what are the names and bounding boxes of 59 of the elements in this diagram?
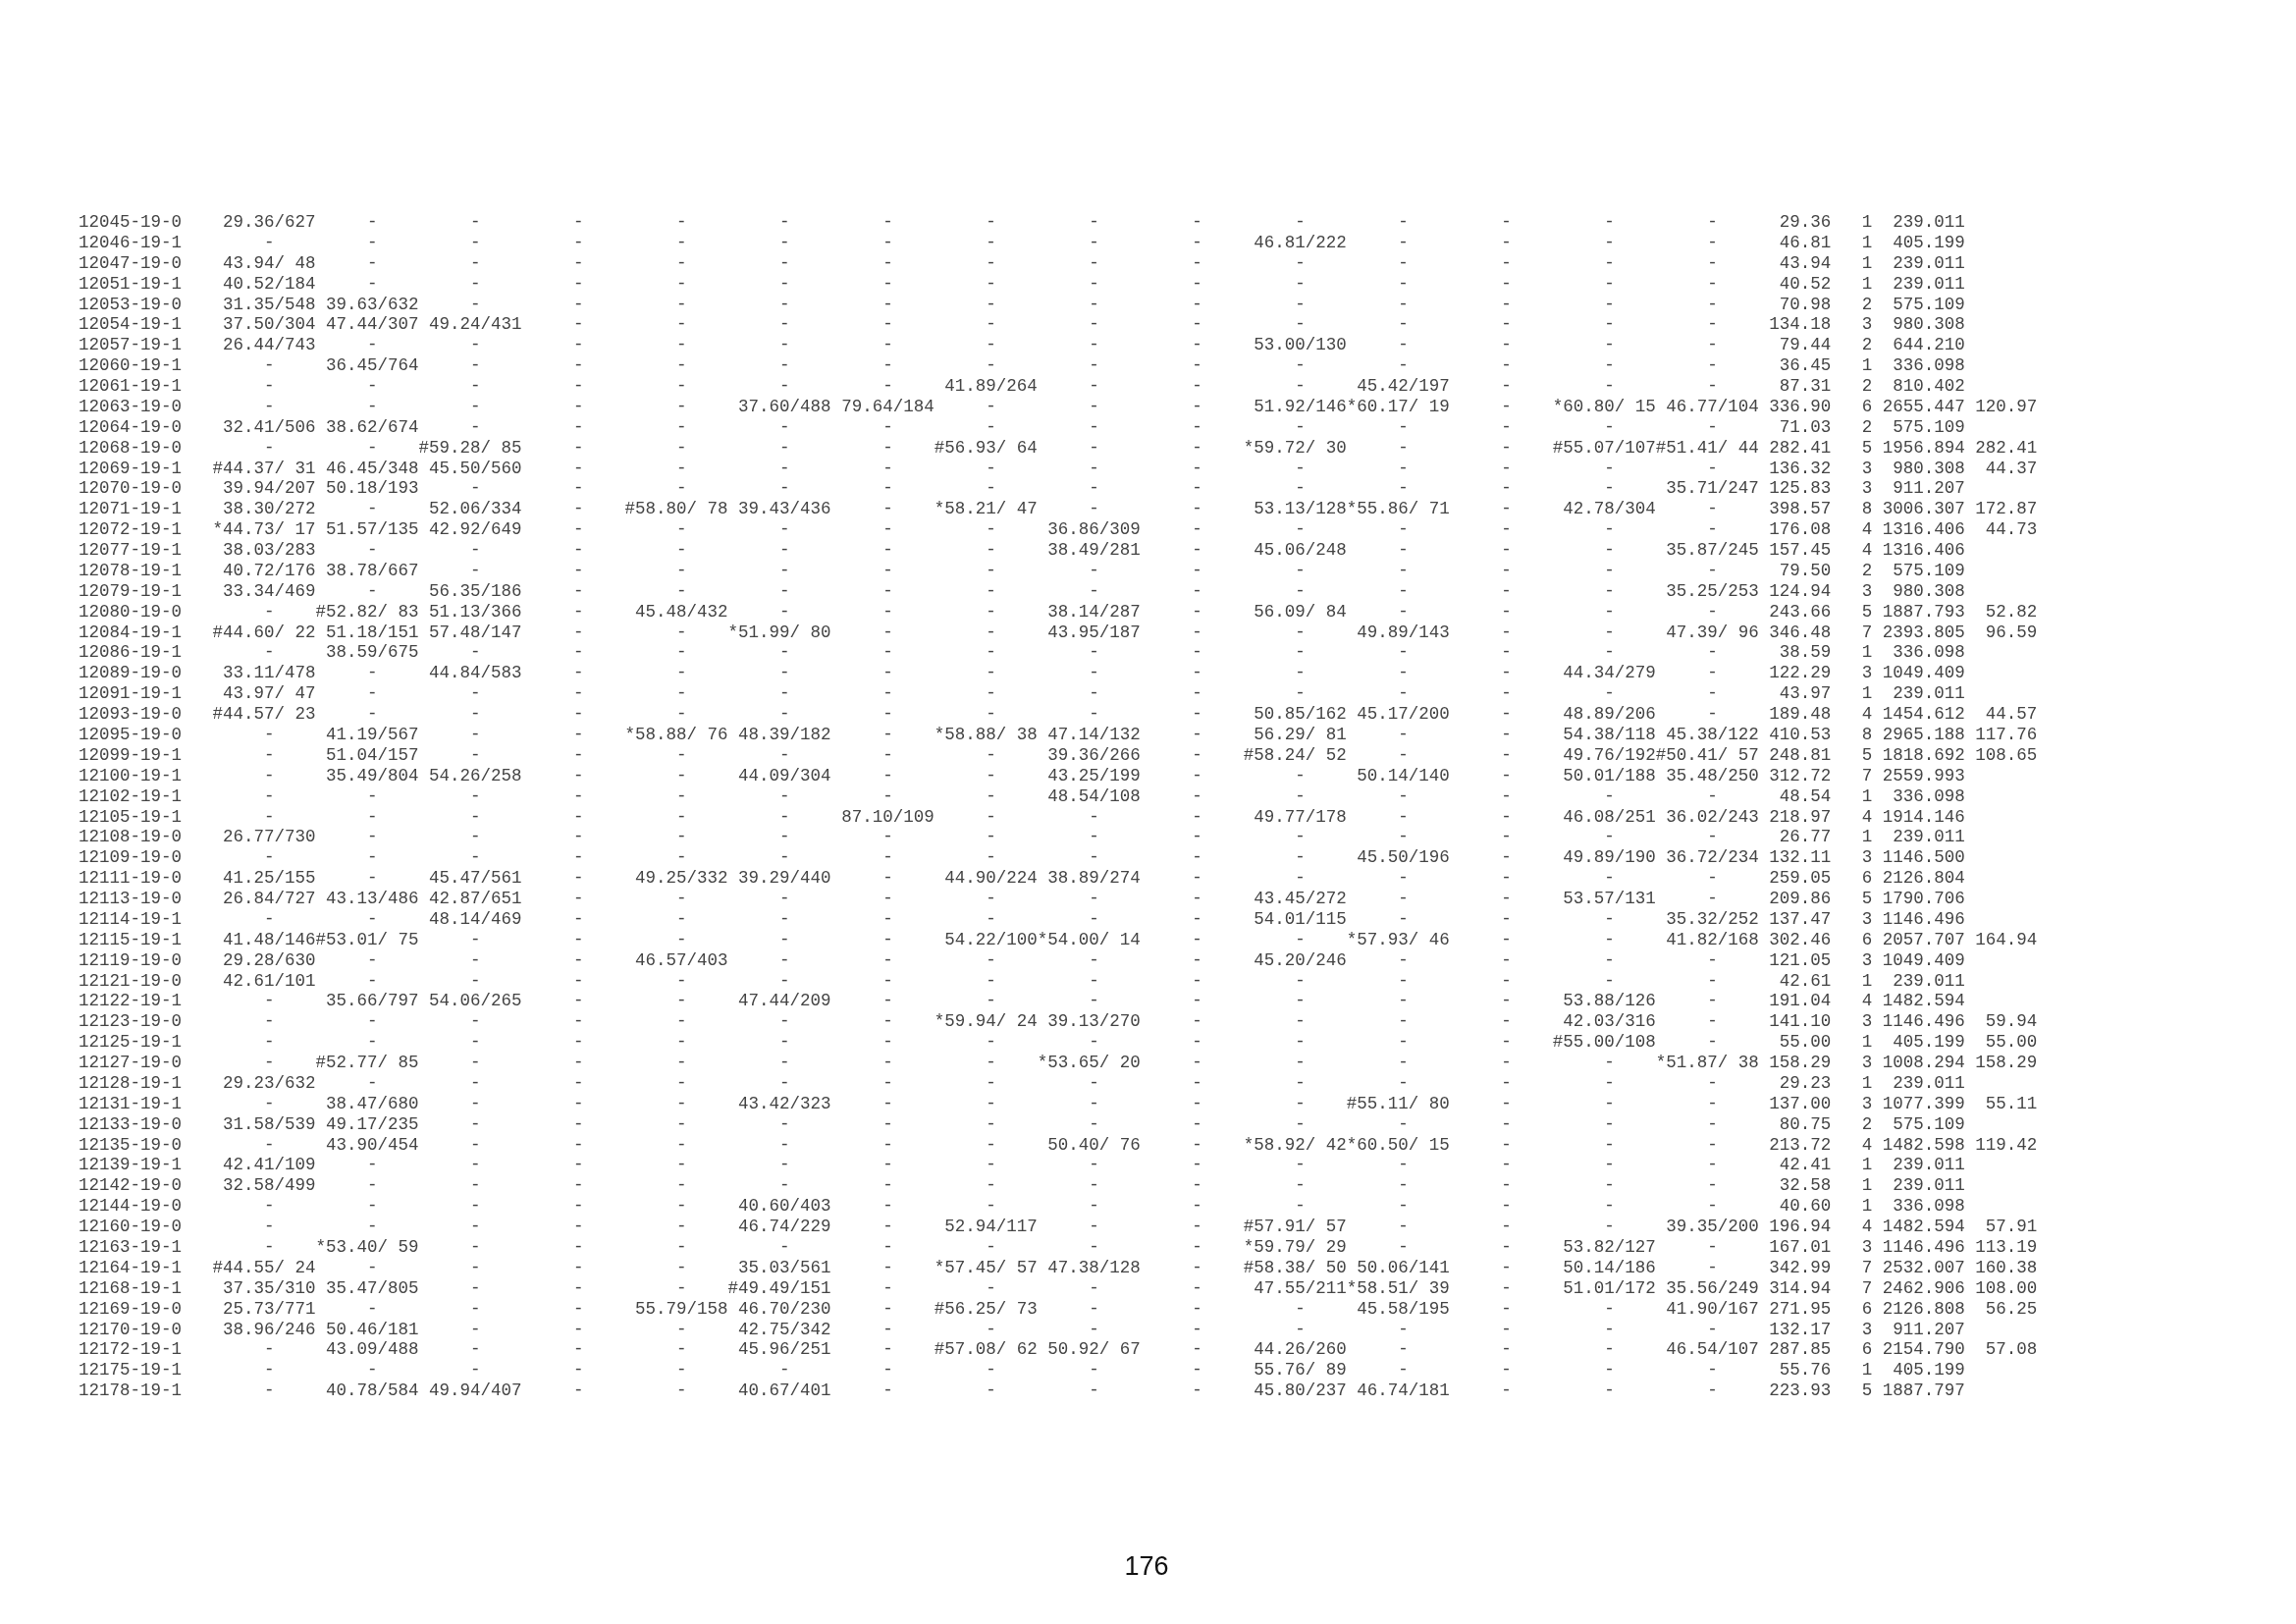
table-row-text: 12169-19-0 25.73/771 - - - 55.79/158 46.70/230 - #56.25/ 73 - - - 45.58/195 - - 41.90/167 271.95 6 2126.808 56.25 (79, 1298, 2038, 1319)
table-row-text: 12168-19-1 37.35/310 35.47/805 - - - #49.49/151 - - - - 47.55/211*58.51/ 39 - 51.01/172 35.56/249 314.94 7 2462.906 108.00 (79, 1277, 2038, 1298)
table-row-text: 12079-19-1 33.34/469 - 56.35/186 - - - - - - - - - - - 35.25/253 124.94 3 980.308 (79, 580, 1965, 601)
table-row-text: 12108-19-0 26.77/730 - - - - - - - - - - - - - - 26.77 1 239.011 (79, 827, 1965, 847)
table-row-text: 12133-19-0 31.58/539 49.17/235 - - - - - - - - - - - - - 80.75 2 575.109 (79, 1113, 1965, 1134)
table-row-text: 12089-19-0 33.11/478 - 44.84/583 - - - - - - - - - - 44.34/279 - 122.29 3 1049.409 (79, 663, 1965, 683)
table-row-text: 12121-19-0 42.61/101 - - - - - - - - - - - - - - 42.61 1 239.011 (79, 970, 1965, 991)
table-row-text: 12125-19-1 - - - - - - - - - - - - - #55.00/108 - 55.00 1 405.199 55.00 (79, 1032, 2038, 1053)
table-row-text: 12093-19-0 #44.57/ 23 - - - - - - - - - 50.85/162 45.17/200 - 48.89/206 - 189.48 4 1454.612 44.57 (79, 704, 2038, 725)
table-row-text: 12069-19-1 #44.37/ 31 46.45/348 45.50/560 - - - - - - - - - - - - 136.32 3 980.308 44.37 (79, 458, 2038, 478)
table-row-text: 12102-19-1 - - - - - - - - 48.54/108 - - - - - - 48.54 1 336.098 (79, 785, 1965, 806)
table-row-text: 12071-19-1 38.30/272 - 52.06/334 - #58.80/ 78 39.43/436 - *58.21/ 47 - - 53.13/128*55.86/ 71 - 42.78/304 - 398.57 8 3006.307 172.87 (79, 499, 2038, 519)
table-row-text: 12077-19-1 38.03/283 - - - - - - - 38.49/281 - 45.06/248 - - - 35.87/245 157.45 4 1316.406 (79, 540, 1965, 561)
table-row-text: 12170-19-0 38.96/246 50.46/181 - - - 42.75/342 - - - - - - - - - 132.17 3 911.207 (79, 1319, 1965, 1339)
table-row-text: 12099-19-1 - 51.04/157 - - - - - - 39.36/266 - #58.24/ 52 - - 49.76/192#50.41/ 57 248.81 5 1818.692 108.65 (79, 744, 2038, 765)
table-row-text: 12105-19-1 - - - - - - 87.10/109 - - - 49.77/178 - - 46.08/251 36.02/243 218.97 4 1914.146 (79, 806, 1965, 827)
table-row-text: 12086-19-1 - 38.59/675 - - - - - - - - - - - - - 38.59 1 336.098 (79, 642, 1965, 663)
table-row-text: 12070-19-0 39.94/207 50.18/193 - - - - - - - - - - - - 35.71/247 125.83 3 911.207 (79, 478, 1965, 499)
table-row-text: 12175-19-1 - - - - - - - - - - 55.76/ 89 - - - - 55.76 1 405.199 (79, 1360, 1965, 1380)
table-row-text: 12091-19-1 43.97/ 47 - - - - - - - - - - - - - - 43.97 1 239.011 (79, 683, 1965, 704)
table-row-text: 12178-19-1 - 40.78/584 49.94/407 - - 40.67/401 - - - - 45.80/237 46.74/181 - - - 223.93 5 1887.797 (79, 1380, 1965, 1401)
table-row-text: 12127-19-0 - #52.77/ 85 - - - - - - *53.65/ 20 - - - - - *51.87/ 38 158.29 3 1008.294 158.29 (79, 1053, 2038, 1073)
table-row-text: 12078-19-1 40.72/176 38.78/667 - - - - - - - - - - - - - 79.50 2 575.109 (79, 560, 1965, 580)
table-row-text: 12100-19-1 - 35.49/804 54.26/258 - - 44.09/304 - - 43.25/199 - - 50.14/140 - 50.01/188 35.48/250 312.72 7 2559.993 (79, 765, 1965, 785)
table-row-text: 12131-19-1 - 38.47/680 - - - 43.42/323 - - - - - #55.11/ 80 - - - 137.00 3 1077.399 55.11 (79, 1093, 2038, 1113)
table-row-text: 12163-19-1 - *53.40/ 59 - - - - - - - - *59.79/ 29 - - 53.82/127 - 167.01 3 1146.496 113.19 (79, 1237, 2038, 1257)
table-row-text: 12047-19-0 43.94/ 48 - - - - - - - - - - - - - - 43.94 1 239.011 (79, 252, 1965, 273)
table-row-text: 12063-19-0 - - - - - 37.60/488 79.64/184 - - - 51.92/146*60.17/ 19 - *60.80/ 15 46.77/104 336.90 6 2655.447 120.97 (79, 396, 2038, 416)
table-row-text: 12128-19-1 29.23/632 - - - - - - - - - - - - - - 29.23 1 239.011 (79, 1072, 1965, 1093)
table-row-text: 12109-19-0 - - - - - - - - - - - 45.50/196 - 49.89/190 36.72/234 132.11 3 1146.500 (79, 847, 1965, 868)
table-row-text: 12053-19-0 31.35/548 39.63/632 - - - - - - - - - - - - - 70.98 2 575.109 (79, 294, 1965, 314)
table-row-text: 12054-19-1 37.50/304 47.44/307 49.24/431 - - - - - - - - - - - - 134.18 3 980.308 (79, 314, 1965, 335)
table-row-text: 12045-19-0 29.36/627 - - - - - - - - - - - - - - 29.36 1 239.011 (79, 212, 1965, 232)
table-row-text: 12057-19-1 26.44/743 - - - - - - - - - 53.00/130 - - - - 79.44 2 644.210 (79, 335, 1965, 355)
table-row-text: 12142-19-0 32.58/499 - - - - - - - - - - - - - - 32.58 1 239.011 (79, 1175, 1965, 1196)
table-row-text: 12072-19-1 *44.73/ 17 51.57/135 42.92/649 - - - - - 36.86/309 - - - - - - 176.08 4 1316.406 44.73 (79, 519, 2038, 540)
table-row-text: 12135-19-0 - 43.90/454 - - - - - - 50.40/ 76 - *58.92/ 42*60.50/ 15 - - - 213.72 4 1482.598 119.42 (79, 1134, 2038, 1155)
table-row-text: 12139-19-1 42.41/109 - - - - - - - - - - - - - - 42.41 1 239.011 (79, 1155, 1965, 1175)
table-row-text: 12046-19-1 - - - - - - - - - - 46.81/222 - - - - 46.81 1 405.199 (79, 232, 1965, 252)
table-row-text: 12061-19-1 - - - - - - - 41.89/264 - - - 45.42/197 - - - 87.31 2 810.402 (79, 376, 1965, 397)
table-row-text: 12119-19-0 29.28/630 - - - 46.57/403 - - - - - 45.20/246 - - - - 121.05 3 1049.409 (79, 949, 1965, 970)
table-row-text: 12114-19-1 - - 48.14/469 - - - - - - - 54.01/115 - - - 35.32/252 137.47 3 1146.496 (79, 908, 1965, 929)
table-row-text: 12172-19-1 - 43.09/488 - - - 45.96/251 - #57.08/ 62 50.92/ 67 - 44.26/260 - - - 46.54/107 287.85 6 2154.790 57.08 (79, 1339, 2038, 1360)
table-row-text: 12111-19-0 41.25/155 - 45.47/561 - 49.25/332 39.29/440 - 44.90/224 38.89/274 - - - - - - 259.05 6 2126.804 (79, 868, 1965, 889)
table-row-text: 12113-19-0 26.84/727 43.13/486 42.87/651 - - - - - - - 43.45/272 - - 53.57/131 - 209.86 5 1790.706 (79, 889, 1965, 909)
page-number: 176 (1123, 1551, 1170, 1582)
table-row-text: 12051-19-1 40.52/184 - - - - - - - - - - - - - - 40.52 1 239.011 (79, 273, 1965, 294)
table-row-text: 12144-19-0 - - - - - 40.60/403 - - - - - - - - - 40.60 1 336.098 (79, 1196, 1965, 1217)
table-row-text: 12084-19-1 #44.60/ 22 51.18/151 57.48/147 - - *51.99/ 80 - - 43.95/187 - - 49.89/143 - - 47.39/ 96 346.48 7 2393.805 96.59 (79, 622, 2038, 642)
table-row-text: 12123-19-0 - - - - - - - *59.94/ 24 39.13/270 - - - - 42.03/316 - 141.10 3 1146.496 59.94 (79, 1011, 2038, 1032)
table-row-text: 12068-19-0 - - #59.28/ 85 - - - - #56.93/ 64 - - *59.72/ 30 - - #55.07/107#51.41/ 44 282.41 5 1956.894 282.41 (79, 437, 2038, 458)
table-row-text: 12160-19-0 - - - - - 46.74/229 - 52.94/117 - - #57.91/ 57 - - - 39.35/200 196.94 4 1482.594 57.91 (79, 1217, 2038, 1237)
table-row-text: 12064-19-0 32.41/506 38.62/674 - - - - - - - - - - - - - 71.03 2 575.109 (79, 416, 1965, 437)
table-row-text: 12122-19-1 - 35.66/797 54.06/265 - - 47.44/209 - - - - - - - 53.88/126 - 191.04 4 1482.594 (79, 991, 1965, 1011)
table-row-text: 12080-19-0 - #52.82/ 83 51.13/366 - 45.48/432 - - - 38.14/287 - 56.09/ 84 - - - - 243.66 5 1887.793 52.82 (79, 601, 2038, 622)
table-row-text: 12095-19-0 - 41.19/567 - - *58.88/ 76 48.39/182 - *58.88/ 38 47.14/132 - 56.29/ 81 - - 54.38/118 45.38/122 410.53 8 2965.188 117.76 (79, 725, 2038, 744)
table-row-text: 12164-19-1 #44.55/ 24 - - - - 35.03/561 - *57.45/ 57 47.38/128 - #58.38/ 50 50.06/141 - 50.14/186 - 342.99 7 2532.007 160.38 (79, 1257, 2038, 1277)
table-row-text: 12060-19-1 - 36.45/764 - - - - - - - - - - - - - 36.45 1 336.098 (79, 355, 1965, 376)
table-row-text: 12115-19-1 41.48/146#53.01/ 75 - - - - - 54.22/100*54.00/ 14 - - *57.93/ 46 - - 41.82/168 302.46 6 2057.707 164.94 (79, 929, 2038, 949)
